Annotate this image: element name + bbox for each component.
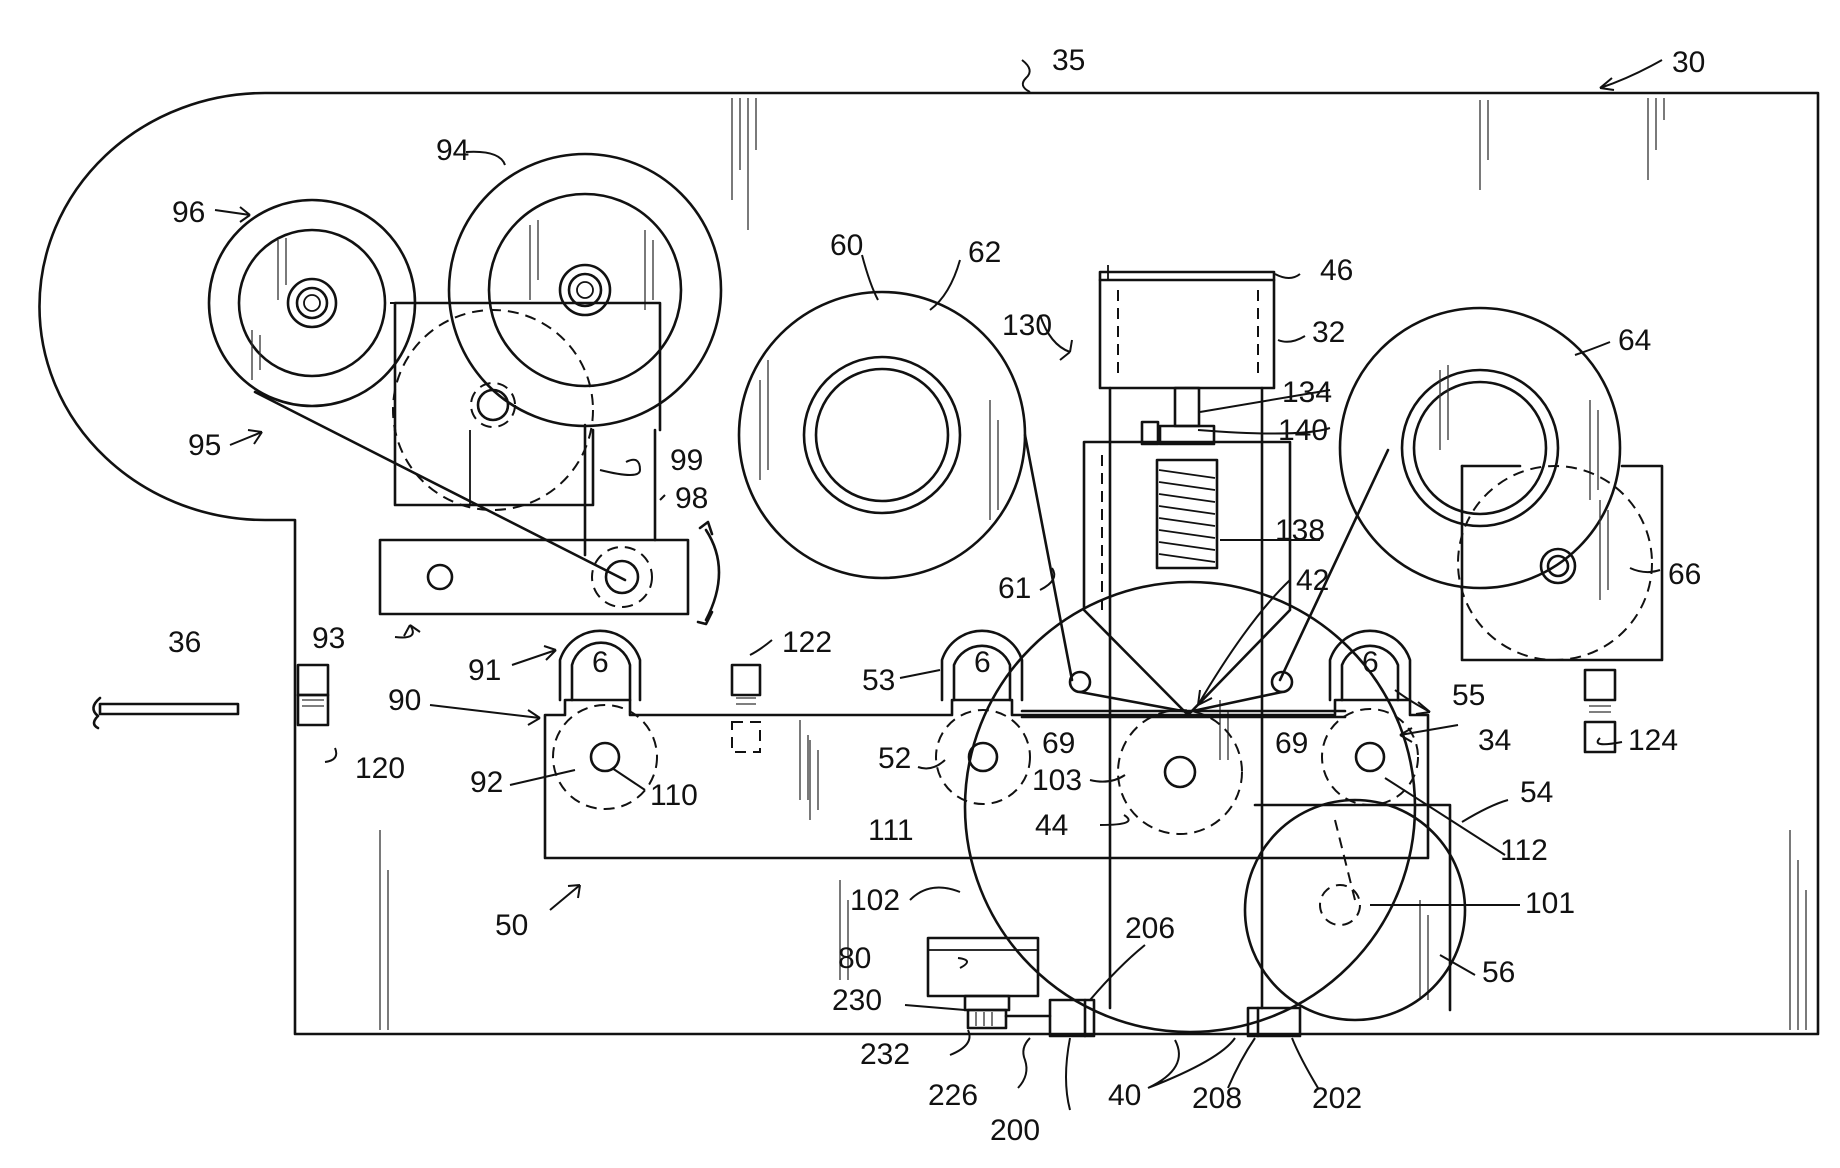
label-35: 35: [1052, 44, 1085, 77]
label-103: 103: [1032, 764, 1082, 797]
label-40: 40: [1108, 1079, 1141, 1112]
pulley-91-mark: 6: [592, 646, 609, 679]
label-80: 80: [838, 942, 871, 975]
label-91: 91: [468, 654, 501, 687]
label-36: 36: [168, 626, 201, 659]
label-208: 208: [1192, 1082, 1242, 1115]
label-53: 53: [862, 664, 895, 697]
label-206: 206: [1125, 912, 1175, 945]
pulley-55-mark: 6: [1362, 646, 1379, 679]
drive-56: [1245, 800, 1465, 1020]
reference-numerals: 35 30 94 96 95 99 98 60 62 130 46 32 134…: [168, 44, 1705, 1147]
tape-61: [1025, 435, 1072, 680]
label-120: 120: [355, 752, 405, 785]
label-56: 56: [1482, 956, 1515, 989]
tape-95: [255, 392, 625, 580]
spring-138: [1159, 470, 1215, 562]
link-200: [1050, 1000, 1094, 1036]
label-122: 122: [782, 626, 832, 659]
roller-92: [553, 705, 657, 809]
reel-62: [739, 292, 1025, 578]
label-202: 202: [1312, 1082, 1362, 1115]
label-93: 93: [312, 622, 345, 655]
motor-80: [928, 938, 1050, 1028]
label-55: 55: [1452, 679, 1485, 712]
label-95: 95: [188, 429, 221, 462]
label-110: 110: [650, 779, 698, 812]
label-61: 61: [998, 572, 1031, 605]
label-98: 98: [675, 482, 708, 515]
sensor-120: [298, 665, 328, 725]
label-46: 46: [1320, 254, 1353, 287]
label-230: 230: [832, 984, 882, 1017]
label-124: 124: [1628, 724, 1678, 757]
pivot-arrow: [706, 530, 719, 620]
label-50: 50: [495, 909, 528, 942]
label-54: 54: [1520, 776, 1553, 809]
label-111: 111: [868, 814, 914, 847]
label-112: 112: [1500, 834, 1548, 867]
label-200: 200: [990, 1114, 1040, 1147]
roller-103: [1118, 710, 1242, 834]
reel-94: [449, 154, 721, 426]
label-30: 30: [1672, 46, 1705, 79]
label-90: 90: [388, 684, 421, 717]
sensor-122: [732, 665, 760, 752]
roller-52: [936, 710, 1030, 804]
label-34: 34: [1478, 724, 1511, 757]
label-96: 96: [172, 196, 205, 229]
reel-96: [209, 200, 415, 406]
platen-102: [965, 582, 1415, 1032]
label-32: 32: [1312, 316, 1345, 349]
tape-36: [93, 698, 238, 728]
label-66: 66: [1668, 558, 1701, 591]
carriage-90: [545, 700, 1450, 1010]
label-99: 99: [670, 444, 703, 477]
label-140: 140: [1278, 414, 1328, 447]
label-232: 232: [860, 1038, 910, 1071]
pulley-53-mark: 6: [974, 646, 991, 679]
label-64: 64: [1618, 324, 1651, 357]
label-69-right: 69: [1275, 727, 1308, 760]
label-130: 130: [1002, 309, 1052, 342]
label-226: 226: [928, 1079, 978, 1112]
label-62: 62: [968, 236, 1001, 269]
label-94: 94: [436, 134, 469, 167]
print-head-32: [1084, 265, 1290, 1008]
label-134: 134: [1282, 376, 1332, 409]
label-92: 92: [470, 766, 503, 799]
label-102: 102: [850, 884, 900, 917]
reel-64: [1340, 308, 1620, 588]
guide-pin-69-left: [1070, 672, 1090, 692]
label-101: 101: [1525, 887, 1575, 920]
label-52: 52: [878, 742, 911, 775]
label-42: 42: [1296, 564, 1329, 597]
sensor-124: [1585, 670, 1615, 752]
label-69-left: 69: [1042, 727, 1075, 760]
guide-bar-93: [380, 540, 688, 614]
label-44: 44: [1035, 809, 1068, 842]
label-138: 138: [1275, 514, 1325, 547]
label-60: 60: [830, 229, 863, 262]
